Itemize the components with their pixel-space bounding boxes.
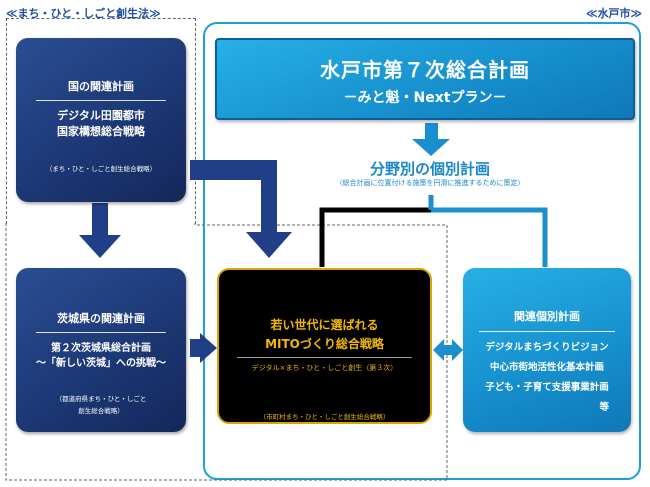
related-item-1: デジタルまちづくりビジョン <box>485 342 609 353</box>
related-item-2: 中心市街地活性化基本計画 <box>489 362 604 373</box>
related-plans-box: 関連個別計画 デジタルまちづくりビジョン 中心市街地活性化基本計画 子ども・子育… <box>463 268 631 432</box>
prefecture-to-strategy-arrow <box>190 333 217 363</box>
mito-city-frame <box>203 22 641 480</box>
prefecture-plan-title: 茨城県の関連計画 <box>57 312 145 325</box>
related-item-3: 子ども・子育て支援事業計画 <box>485 382 609 393</box>
national-to-strategy-arrow <box>190 160 292 258</box>
national-to-prefecture-arrow <box>79 203 121 258</box>
related-plans-title: 関連個別計画 <box>514 310 580 323</box>
prefecture-note2: 創生総合戦略） <box>78 407 124 415</box>
strategy-line1: 若い世代に選ばれる <box>270 318 379 332</box>
strategy-divider <box>237 357 412 358</box>
city-label: ≪水戸市≫ <box>585 7 642 20</box>
mito-plan-title: 水戸市第７次総合計画 <box>320 58 530 82</box>
law-label: ≪まち・ひと・しごと創生法≫ <box>6 7 161 20</box>
individual-bracket-cyan <box>428 195 548 267</box>
related-item-etc: 等 <box>599 402 609 413</box>
strategy-line2: MITOづくり総合戦略 <box>265 337 384 351</box>
prefecture-note1: （都道府県まち・ひと・しごと <box>55 395 147 403</box>
mito-plan-box: 水戸市第７次総合計画 －みと魁・Nextプラン－ <box>215 38 635 120</box>
related-divider <box>479 331 615 332</box>
double-arrow <box>433 339 463 361</box>
strategy-line3: デジタル×まち・ひと・しごと創生（第３次） <box>251 364 398 372</box>
prefecture-line2: ～「新しい茨城」への挑戦～ <box>36 358 166 369</box>
prefecture-divider <box>36 332 166 333</box>
national-divider <box>36 100 166 101</box>
individual-plans-title: 分野別の個別計画 <box>369 160 490 178</box>
national-note: （まち・ひと・しごと創生総合戦略） <box>45 165 157 173</box>
prefecture-plan-box: 茨城県の関連計画 第２次茨城県総合計画 ～「新しい茨城」への挑戦～ （都道府県ま… <box>16 268 186 432</box>
law-dashed-frame <box>6 18 196 224</box>
plan-to-individual-arrow <box>412 123 450 156</box>
national-plan-box: 国の関連計画 デジタル田園都市 国家構想総合戦略 （まち・ひと・しごと創生総合戦… <box>16 38 186 202</box>
individual-bracket-black <box>319 207 450 267</box>
mito-strategy-box: 若い世代に選ばれる MITOづくり総合戦略 デジタル×まち・ひと・しごと創生（第… <box>217 268 432 424</box>
mito-plan-subtitle: －みと魁・Nextプラン－ <box>343 90 507 106</box>
individual-plans-note: （総合計画に位置付ける施策を円滑に推進するために策定） <box>335 179 525 187</box>
prefecture-line1: 第２次茨城県総合計画 <box>51 343 151 354</box>
national-plan-title: 国の関連計画 <box>68 80 134 93</box>
national-line1: デジタル田園都市 <box>57 109 145 122</box>
national-line2: 国家構想総合戦略 <box>57 125 145 138</box>
strategy-note: （市町村まち・ひと・しごと創生総合戦略） <box>259 413 390 421</box>
